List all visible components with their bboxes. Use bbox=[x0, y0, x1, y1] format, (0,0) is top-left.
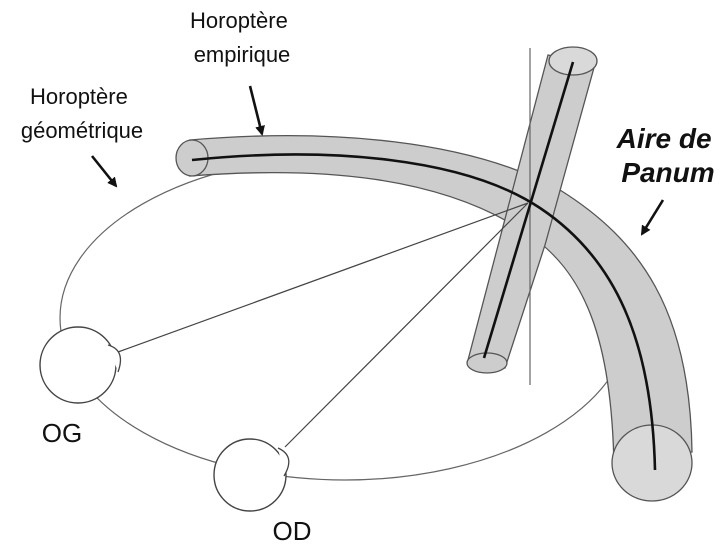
panum-tube-right-cap bbox=[612, 425, 692, 501]
panum-area-tube bbox=[190, 136, 692, 468]
label-horoptere-geometrique: Horoptère géométrique bbox=[21, 84, 143, 143]
label-horoptere-empirique: Horoptère empirique bbox=[190, 8, 294, 67]
label-od: OD bbox=[273, 516, 312, 546]
label-og: OG bbox=[42, 418, 82, 448]
label-aire-de-panum: Aire de Panum bbox=[616, 123, 720, 188]
vertical-tube-bottom-cap bbox=[467, 353, 507, 373]
vertical-tube-top-cap bbox=[549, 47, 597, 75]
left-eye-og bbox=[40, 327, 120, 403]
empirical-horopter-curve bbox=[192, 155, 655, 470]
right-eye-od bbox=[214, 439, 289, 511]
arrow-geometrique bbox=[92, 156, 116, 186]
arrow-panum bbox=[642, 200, 663, 234]
left-eye-visual-axis bbox=[118, 203, 528, 352]
arrow-empirique bbox=[250, 86, 262, 134]
